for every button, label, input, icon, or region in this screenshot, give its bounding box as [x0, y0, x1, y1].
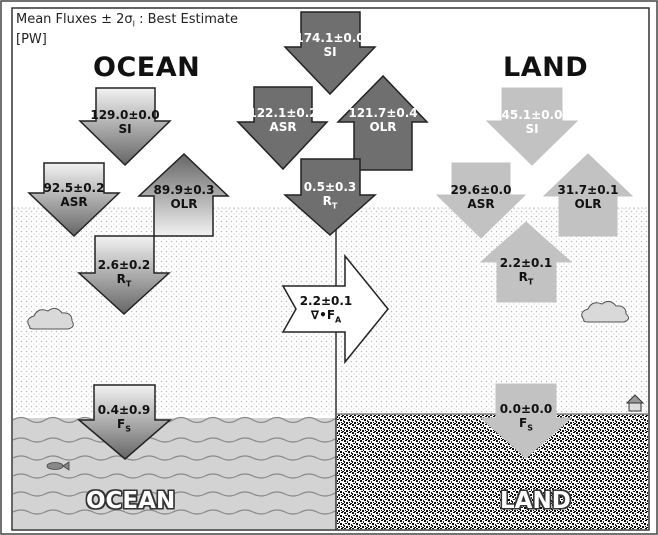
land-fs-arrow [479, 383, 573, 459]
global-asr-arrow [236, 86, 329, 171]
ocean-waves [12, 416, 350, 515]
ocean-fs-arrow [76, 384, 173, 460]
header-title: Mean Fluxes ± 2σI : Best Estimate [16, 12, 238, 29]
transport-label: 2.2±0.1∇•FA [299, 294, 353, 325]
land-asr-arrow [435, 162, 527, 239]
diagram-header: Mean Fluxes ± 2σI : Best Estimate [PW] [16, 12, 238, 47]
land-title: LAND [503, 52, 589, 83]
land-ground [337, 414, 648, 529]
cloud-icon [27, 307, 74, 330]
ocean-ground-label: OCEAN [86, 488, 176, 514]
ocean-rt-arrow [77, 235, 171, 316]
global-si-arrow [283, 11, 377, 96]
land-rt-arrow [479, 221, 573, 303]
fish-icon [46, 461, 70, 471]
ocean-asr-arrow [27, 162, 121, 238]
ocean-title: OCEAN [93, 52, 201, 83]
global-olr-arrow [336, 74, 429, 171]
land-si-arrow [485, 87, 579, 166]
land-olr-arrow [542, 153, 634, 237]
ocean-si-arrow [78, 87, 172, 167]
ocean-olr-arrow [137, 152, 230, 237]
land-ground-label: LAND [500, 488, 571, 514]
global-rt-arrow [283, 158, 377, 237]
cloud-icon [581, 300, 630, 323]
house-icon [625, 394, 645, 412]
transport-arrow [281, 253, 389, 365]
header-unit: [PW] [16, 31, 47, 47]
